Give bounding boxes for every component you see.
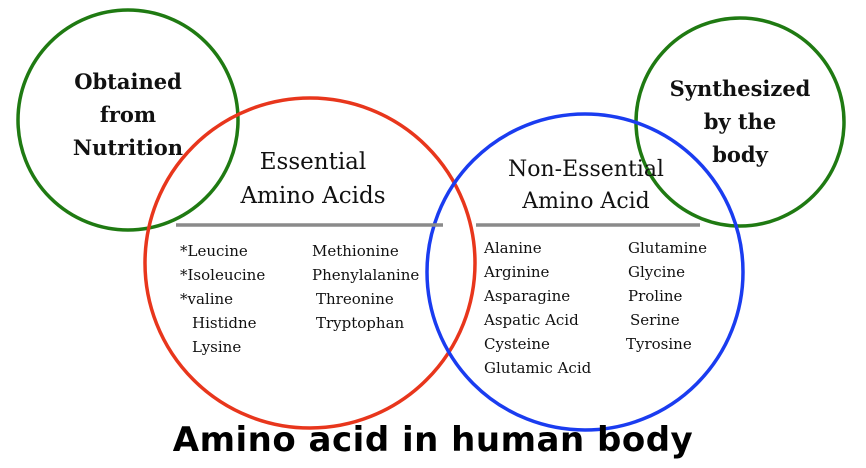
essential-heading-line: Amino Acids (240, 183, 386, 209)
amino-acid-item: Serine (630, 311, 680, 329)
synthesized-label: Synthesized by the body (650, 72, 830, 171)
nonessential-heading-line: Amino Acid (522, 189, 650, 214)
amino-acid-item: Arginine (484, 263, 550, 281)
nutrition-label: Obtained from Nutrition (28, 65, 228, 164)
amino-acid-item: Histidne (192, 314, 257, 332)
nonessential-heading: Non-Essential Amino Acid (468, 154, 704, 218)
essential-heading: Essential Amino Acids (200, 145, 426, 213)
amino-acid-item: Asparagine (484, 287, 571, 305)
amino-acid-item: *Leucine (180, 242, 248, 260)
nutrition-circle (16, 8, 240, 232)
amino-acid-item: Glutamic Acid (484, 359, 592, 377)
synthesized-label-line: Synthesized (669, 76, 811, 101)
amino-acid-item: Cysteine (484, 335, 550, 353)
amino-acid-item: *Isoleucine (180, 266, 266, 284)
amino-acid-item: Glutamine (628, 239, 707, 257)
amino-acid-item: Aspatic Acid (484, 311, 579, 329)
amino-acid-item: Lysine (192, 338, 242, 356)
amino-acid-item: Phenylalanine (312, 266, 420, 284)
nutrition-label-line: from (99, 102, 157, 127)
essential-list-col1: *Leucine *Isoleucine *valine Histidne Ly… (180, 239, 265, 359)
amino-acid-item: Proline (628, 287, 683, 305)
amino-acid-item: Threonine (316, 290, 394, 308)
amino-acid-item: Methionine (312, 242, 399, 260)
nonessential-heading-line: Non-Essential (508, 157, 664, 182)
amino-acid-item: Tryptophan (316, 314, 405, 332)
nutrition-label-line: Obtained (74, 69, 182, 94)
nonessential-circle (425, 112, 745, 432)
nonessential-list-col1: Alanine Arginine Asparagine Aspatic Acid… (484, 236, 591, 380)
amino-acid-item: Tyrosine (626, 335, 692, 353)
essential-list-col2: Methionine Phenylalanine Threonine Trypt… (312, 239, 419, 335)
essential-circle (143, 96, 477, 430)
synthesized-label-line: by the (703, 109, 777, 134)
amino-acid-item: Alanine (484, 239, 542, 257)
synthesized-label-line: body (712, 142, 768, 167)
diagram-title: Amino acid in human body (172, 420, 694, 460)
nonessential-list-col2: Glutamine Glycine Proline Serine Tyrosin… (626, 236, 707, 356)
amino-acid-item: Glycine (628, 263, 685, 281)
amino-acid-item: *valine (180, 290, 234, 308)
essential-heading-line: Essential (259, 149, 367, 175)
nutrition-label-line: Nutrition (72, 135, 184, 160)
